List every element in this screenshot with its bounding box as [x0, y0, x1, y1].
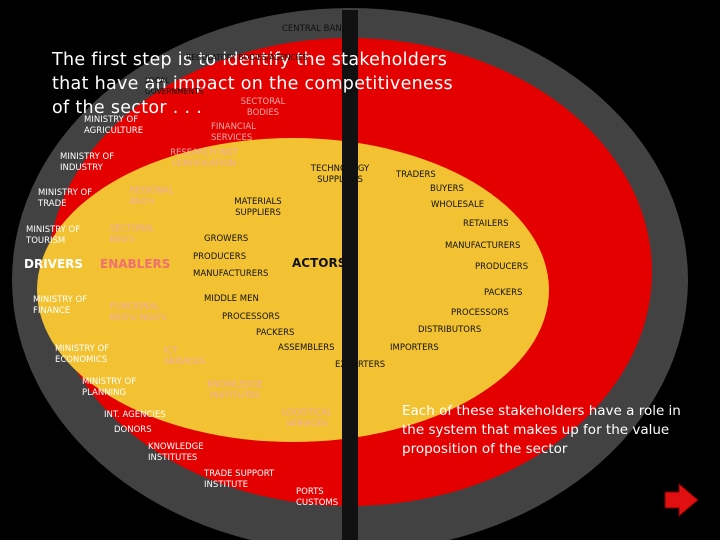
actor-middle-men: MIDDLE MEN [204, 294, 259, 304]
driver-agriculture: MINISTRY OF AGRICULTURE [84, 115, 144, 136]
enabler-regional-bso: REGIONAL BSO's [130, 186, 174, 207]
actor-packers: PACKERS [256, 328, 295, 338]
drivers-title: DRIVERS [24, 257, 84, 271]
driver-local-gov: LOCAL GOVERNMENTS [145, 76, 204, 96]
headline: The first step is to identify the stakeh… [52, 50, 453, 118]
next-arrow[interactable] [664, 482, 699, 518]
actor-traders: TRADERS [396, 170, 436, 180]
actor-packers-right: PACKERS [484, 288, 523, 298]
driver-trade-support: TRADE SUPPORT INSTITUTE [204, 469, 275, 490]
actor-producers: PRODUCERS [193, 252, 247, 262]
actor-exporters: EXPORTERS [335, 360, 386, 370]
divider-line [342, 10, 358, 540]
actor-assemblers: ASSEMBLERS [278, 343, 335, 353]
driver-tourism: MINISTRY OF TOURISM [26, 225, 81, 246]
enabler-ict: ICT SERVICES [164, 346, 206, 367]
actor-retailers: RETAILERS [463, 219, 509, 229]
enabler-knowledge: KNOWLEDGE INSTITUTES [207, 380, 263, 401]
actor-manufacturers: MANUFACTURERS [193, 269, 269, 279]
driver-knowledge: KNOWLEDGE INSTITUTES [148, 442, 204, 463]
actor-processors: PROCESSORS [222, 312, 280, 322]
driver-donors: DONORS [114, 425, 152, 435]
actor-producers-right: PRODUCERS [475, 262, 529, 272]
actor-materials-suppliers: MATERIALS SUPPLIERS [234, 197, 282, 218]
enabler-financial: FINANCIAL SERVICES [211, 122, 256, 143]
enablers-title: ENABLERS [100, 257, 171, 271]
driver-trade: MINISTRY OF TRADE [38, 188, 93, 209]
driver-int-agencies: INT. AGENCIES [104, 410, 166, 420]
actor-wholesale: WHOLESALE [431, 200, 485, 210]
actor-importers: IMPORTERS [390, 343, 439, 353]
driver-finance: MINISTRY OF FINANCE [33, 295, 88, 316]
actor-growers: GROWERS [204, 234, 249, 244]
explanation-note: Each of these stakeholders have a role i… [402, 403, 681, 457]
enabler-functional-bso: FUNCIONAL BSO's/ NGO's [110, 302, 167, 323]
actor-buyers: BUYERS [430, 184, 464, 194]
enabler-research: RESEARCH INST CERTIFICATION [170, 148, 238, 169]
driver-economics: MINISTRY OF ECONOMICS [55, 344, 110, 365]
actor-distributors: DISTRIBUTORS [418, 325, 482, 335]
driver-planning: MINISTRY OF PLANNING [82, 377, 137, 398]
actor-technology-suppliers: TECHNOLOGY SUPPLIERS [310, 164, 370, 185]
actor-processors-right: PROCESSORS [451, 308, 509, 318]
driver-industry: MINISTRY OF INDUSTRY [60, 152, 115, 173]
actors-title: ACTORS [292, 256, 347, 270]
actor-manufacturers-right: MANUFACTURERS [445, 241, 521, 251]
enabler-sectoral-bodies: SECTORAL BODIES [240, 97, 286, 118]
driver-regulatory: REGULATORY BODIES/AGENCIES [186, 53, 308, 62]
actors-core [37, 138, 549, 442]
driver-ports-customs: PORTS CUSTOMS [296, 487, 339, 508]
driver-central-bank: CENTRAL BANK [282, 24, 348, 34]
enabler-sectoral-bso: SECTORAL BSO's [110, 224, 155, 245]
enabler-logistical: LOGISTICAL SERVICES [282, 408, 332, 429]
